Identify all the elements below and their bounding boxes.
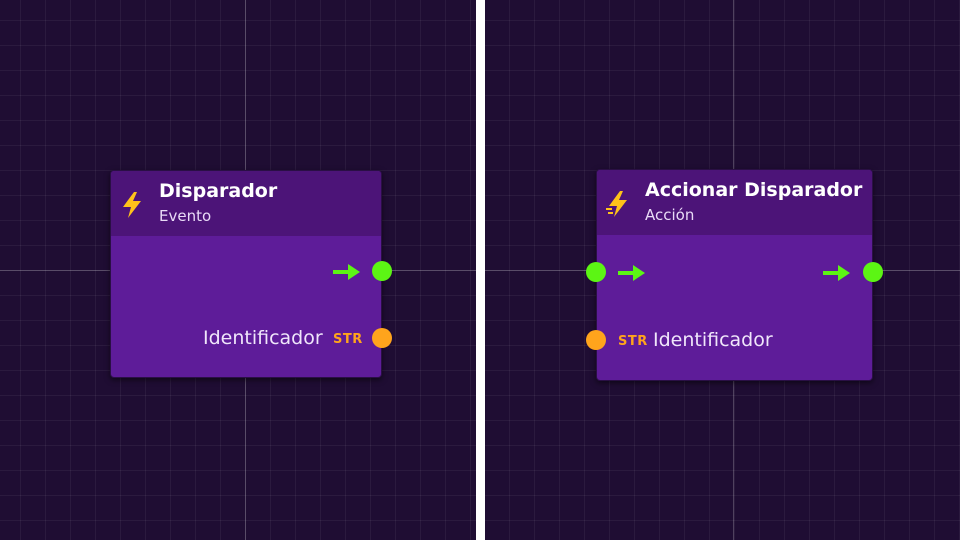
node-header[interactable]: Accionar Disparador Acción bbox=[597, 170, 872, 235]
graph-canvas-right[interactable]: Accionar Disparador Acción STR Identific… bbox=[485, 0, 960, 540]
node-title: Disparador bbox=[159, 180, 278, 202]
fire-trigger-action-node[interactable]: Accionar Disparador Acción STR Identific… bbox=[586, 169, 883, 381]
node-title: Accionar Disparador bbox=[645, 179, 863, 201]
node-subtitle: Evento bbox=[159, 207, 212, 225]
graph-canvas-left[interactable]: Disparador Evento Identificador STR bbox=[0, 0, 476, 540]
string-type-tag: STR bbox=[333, 332, 363, 347]
arrow-right-icon bbox=[618, 265, 645, 281]
string-output-port[interactable] bbox=[372, 328, 392, 348]
string-input-label: Identificador bbox=[653, 329, 773, 351]
arrow-right-icon bbox=[333, 264, 360, 280]
exec-output-port[interactable] bbox=[863, 262, 883, 282]
arrow-right-icon bbox=[823, 265, 850, 281]
lightning-bolt-icon bbox=[606, 191, 627, 217]
string-input-port[interactable] bbox=[586, 330, 606, 350]
node-header[interactable]: Disparador Evento bbox=[111, 171, 381, 236]
string-type-tag: STR bbox=[618, 334, 648, 349]
exec-input-port[interactable] bbox=[586, 262, 606, 282]
string-output-label: Identificador bbox=[203, 327, 323, 349]
node-subtitle: Acción bbox=[645, 206, 695, 224]
exec-output-port[interactable] bbox=[372, 261, 392, 281]
lightning-bolt-icon bbox=[123, 192, 141, 218]
trigger-event-node[interactable]: Disparador Evento Identificador STR bbox=[110, 170, 392, 378]
panel-separator bbox=[476, 0, 485, 540]
